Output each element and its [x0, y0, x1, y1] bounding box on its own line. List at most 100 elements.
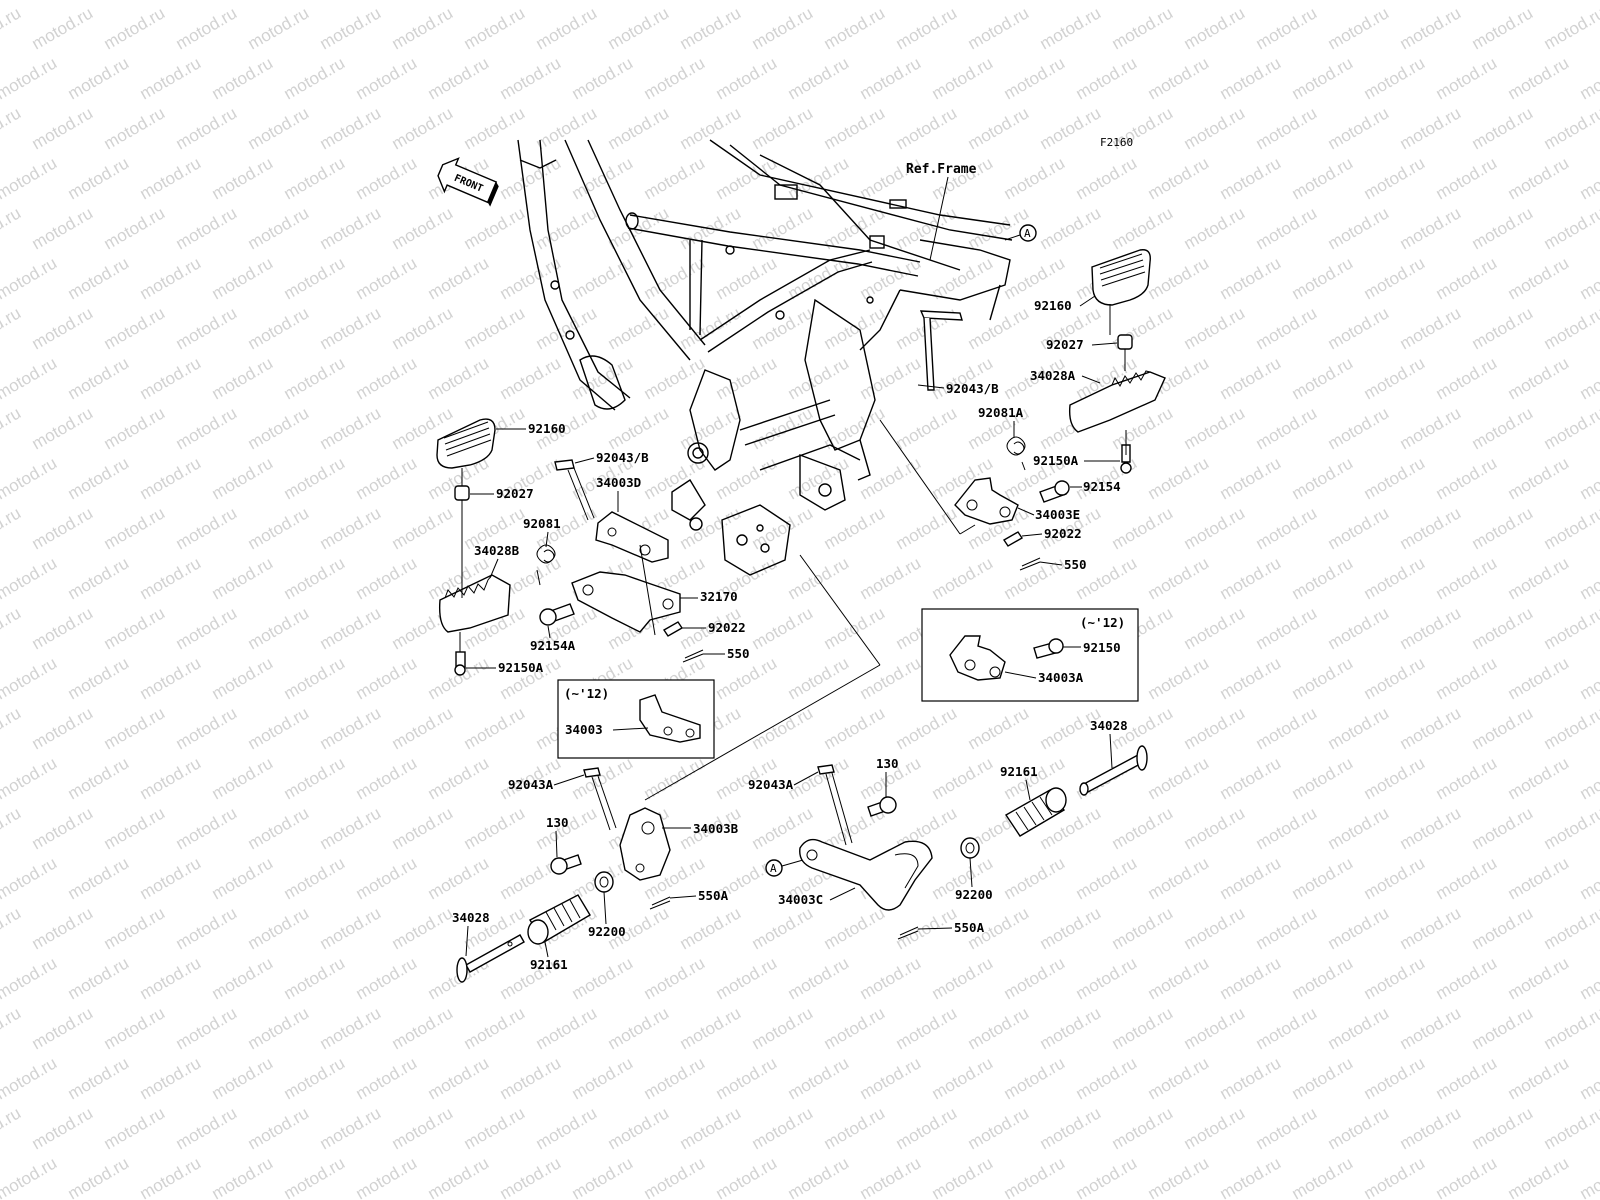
watermark-text: motod.ru [1541, 203, 1600, 253]
watermark-text: motod.ru [65, 1153, 133, 1200]
watermark-text: motod.ru [893, 1003, 961, 1053]
watermark-text: motod.ru [1181, 3, 1249, 53]
front-arrow: FRONT [437, 157, 499, 207]
watermark-text: motod.ru [1577, 253, 1600, 303]
watermark-text: motod.ru [1433, 853, 1501, 903]
watermark-text: motod.ru [1361, 0, 1429, 3]
watermark-text: motod.ru [1397, 803, 1465, 853]
watermark-text: motod.ru [425, 1053, 493, 1103]
watermark-text: motod.ru [173, 803, 241, 853]
watermark-text: motod.ru [1433, 553, 1501, 603]
watermark-text: motod.ru [1109, 1103, 1177, 1153]
watermark-text: motod.ru [1073, 953, 1141, 1003]
watermark-text: motod.ru [569, 1153, 637, 1200]
watermark-text: motod.ru [389, 303, 457, 353]
label-92161-r: 92161 [1000, 764, 1038, 779]
watermark-text: motod.ru [1469, 3, 1537, 53]
watermark-text: motod.ru [1109, 503, 1177, 553]
svg-text:A: A [1024, 227, 1031, 240]
watermark-text: motod.ru [749, 103, 817, 153]
watermark-text: motod.ru [1541, 603, 1600, 653]
watermark-text: motod.ru [353, 553, 421, 603]
watermark-text: motod.ru [1289, 853, 1357, 903]
label-92161-l: 92161 [530, 957, 568, 972]
watermark-text: motod.ru [1181, 503, 1249, 553]
watermark-text: motod.ru [1433, 753, 1501, 803]
watermark-text: motod.ru [137, 753, 205, 803]
label-92022-l: 92022 [708, 620, 746, 635]
figure-code: F2160 [1100, 136, 1133, 149]
watermark-text: motod.ru [281, 53, 349, 103]
watermark-text: motod.ru [749, 403, 817, 453]
watermark-text: motod.ru [641, 453, 709, 503]
watermark-text: motod.ru [641, 0, 709, 3]
watermark-text: motod.ru [0, 0, 60, 3]
label-92027-l: 92027 [496, 486, 534, 501]
watermark-text: motod.ru [137, 0, 205, 3]
watermark-text: motod.ru [533, 303, 601, 353]
label-34028A: 34028A [1030, 368, 1076, 383]
watermark-text: motod.ru [641, 253, 709, 303]
watermark-text: motod.ru [1181, 303, 1249, 353]
watermark-text: motod.ru [281, 653, 349, 703]
watermark-text: motod.ru [713, 253, 781, 303]
watermark-text: motod.ru [641, 1153, 709, 1200]
watermark-text: motod.ru [245, 303, 313, 353]
watermark-text: motod.ru [1541, 903, 1600, 953]
watermark-text: motod.ru [1145, 153, 1213, 203]
watermark-text: motod.ru [245, 403, 313, 453]
watermark-text: motod.ru [1037, 903, 1105, 953]
watermark-text: motod.ru [245, 1103, 313, 1153]
watermark-text: motod.ru [1289, 453, 1357, 503]
label-92154A: 92154A [530, 638, 576, 653]
label-550-r: 550 [1064, 557, 1087, 572]
watermark-text: motod.ru [389, 3, 457, 53]
watermark-text: motod.ru [101, 1103, 169, 1153]
watermark-text: motod.ru [389, 1103, 457, 1153]
label-92200-r: 92200 [955, 887, 993, 902]
watermark-text: motod.ru [677, 303, 745, 353]
watermark-text: motod.ru [0, 1153, 60, 1200]
watermark-text: motod.ru [1037, 1003, 1105, 1053]
ref-frame-label: Ref.Frame [906, 162, 977, 177]
watermark-text: motod.ru [785, 653, 853, 703]
watermark-text: motod.ru [1505, 653, 1573, 703]
watermark-text: motod.ru [1037, 1103, 1105, 1153]
watermark-text: motod.ru [1577, 753, 1600, 803]
watermark-text: motod.ru [1541, 403, 1600, 453]
watermark-text: motod.ru [0, 803, 24, 853]
watermark-text: motod.ru [1325, 803, 1393, 853]
watermark-text: motod.ru [1397, 903, 1465, 953]
watermark-text: motod.ru [65, 653, 133, 703]
watermark-text: motod.ru [1433, 1053, 1501, 1103]
watermark-text: motod.ru [1181, 603, 1249, 653]
watermark-text: motod.ru [569, 1053, 637, 1103]
label-34003-box: 34003 [565, 722, 603, 737]
watermark-text: motod.ru [1361, 953, 1429, 1003]
watermark-text: motod.ru [1145, 853, 1213, 903]
watermark-text: motod.ru [1109, 903, 1177, 953]
watermark-text: motod.ru [1289, 653, 1357, 703]
label-34028B: 34028B [474, 543, 520, 558]
label-92150A-l: 92150A [498, 660, 544, 675]
watermark-text: motod.ru [929, 753, 997, 803]
watermark-text: motod.ru [533, 203, 601, 253]
watermark-text: motod.ru [1397, 103, 1465, 153]
watermark-text: motod.ru [353, 153, 421, 203]
watermark-text: motod.ru [389, 503, 457, 553]
watermark-text: motod.ru [857, 153, 925, 203]
watermark-text: motod.ru [893, 203, 961, 253]
rubber-pad-92160-r [1091, 249, 1151, 306]
watermark-text: motod.ru [353, 0, 421, 3]
watermark-text: motod.ru [893, 1103, 961, 1153]
watermark-text: motod.ru [209, 953, 277, 1003]
watermark-text: motod.ru [1289, 553, 1357, 603]
watermark-text: motod.ru [929, 0, 997, 3]
watermark-text: motod.ru [1001, 1053, 1069, 1103]
label-92043B-r: 92043/B [946, 381, 999, 396]
watermark-text: motod.ru [1253, 903, 1321, 953]
label-34003A: 34003A [1038, 670, 1084, 685]
watermark-text: motod.ru [929, 1153, 997, 1200]
watermark-text: motod.ru [785, 553, 853, 603]
